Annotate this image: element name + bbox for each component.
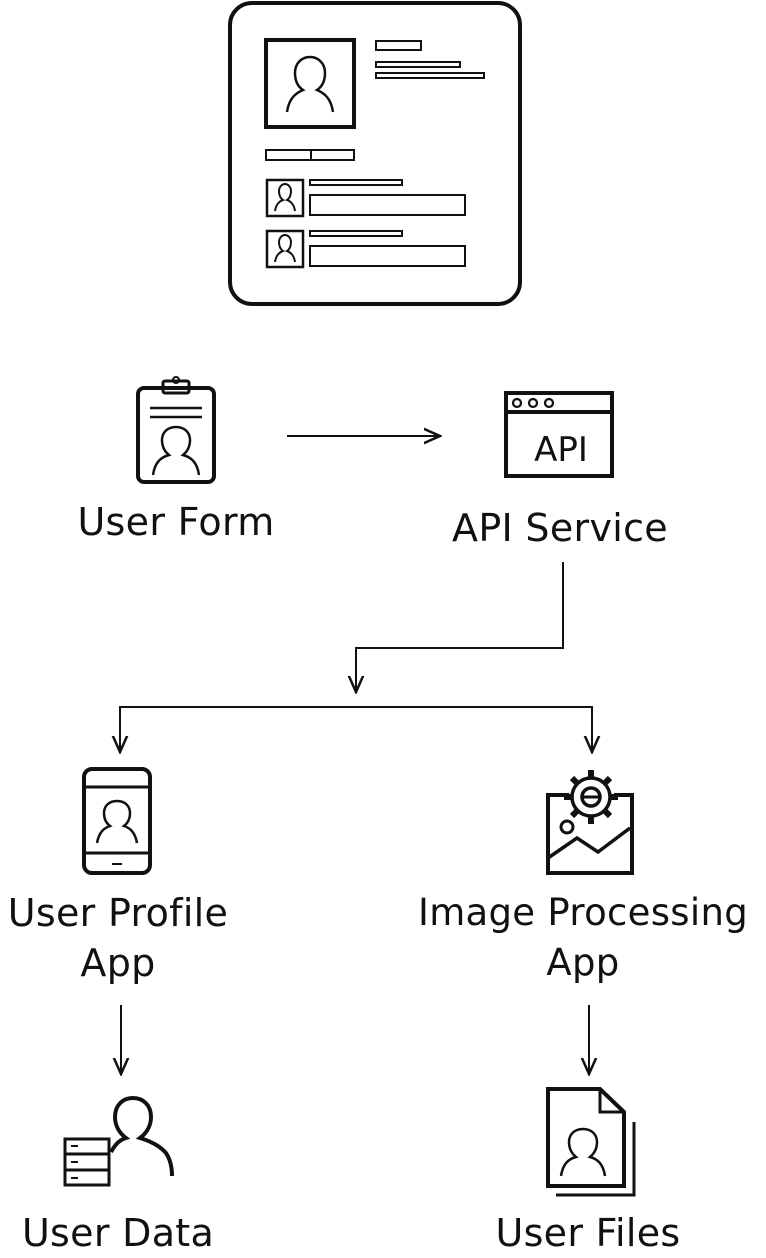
profile-card-icon: [228, 1, 522, 306]
user-profile-app-label-line1: User Profile: [7, 891, 229, 935]
api-service-label: API Service: [452, 506, 668, 550]
user-form-label: User Form: [77, 500, 275, 544]
user-files-label: User Files: [495, 1211, 681, 1255]
image-processing-app-label-line1: Image Processing: [417, 891, 748, 934]
smartphone-user-icon: [82, 767, 152, 875]
clipboard-user-icon: [136, 376, 216, 484]
user-profile-app-label-line2: App: [80, 941, 156, 985]
image-gear-icon: [546, 770, 634, 875]
user-database-icon: [63, 1095, 174, 1187]
connector-api-to-apps: [119, 562, 593, 750]
user-profile-app-label: User Profile App: [0, 888, 246, 988]
user-document-icon: [546, 1087, 636, 1197]
api-icon-text: API: [534, 430, 588, 470]
image-processing-app-label-line2: App: [546, 941, 620, 984]
user-data-label: User Data: [21, 1211, 215, 1255]
image-processing-app-label: Image Processing App: [398, 888, 766, 988]
api-window-icon: [504, 391, 614, 478]
